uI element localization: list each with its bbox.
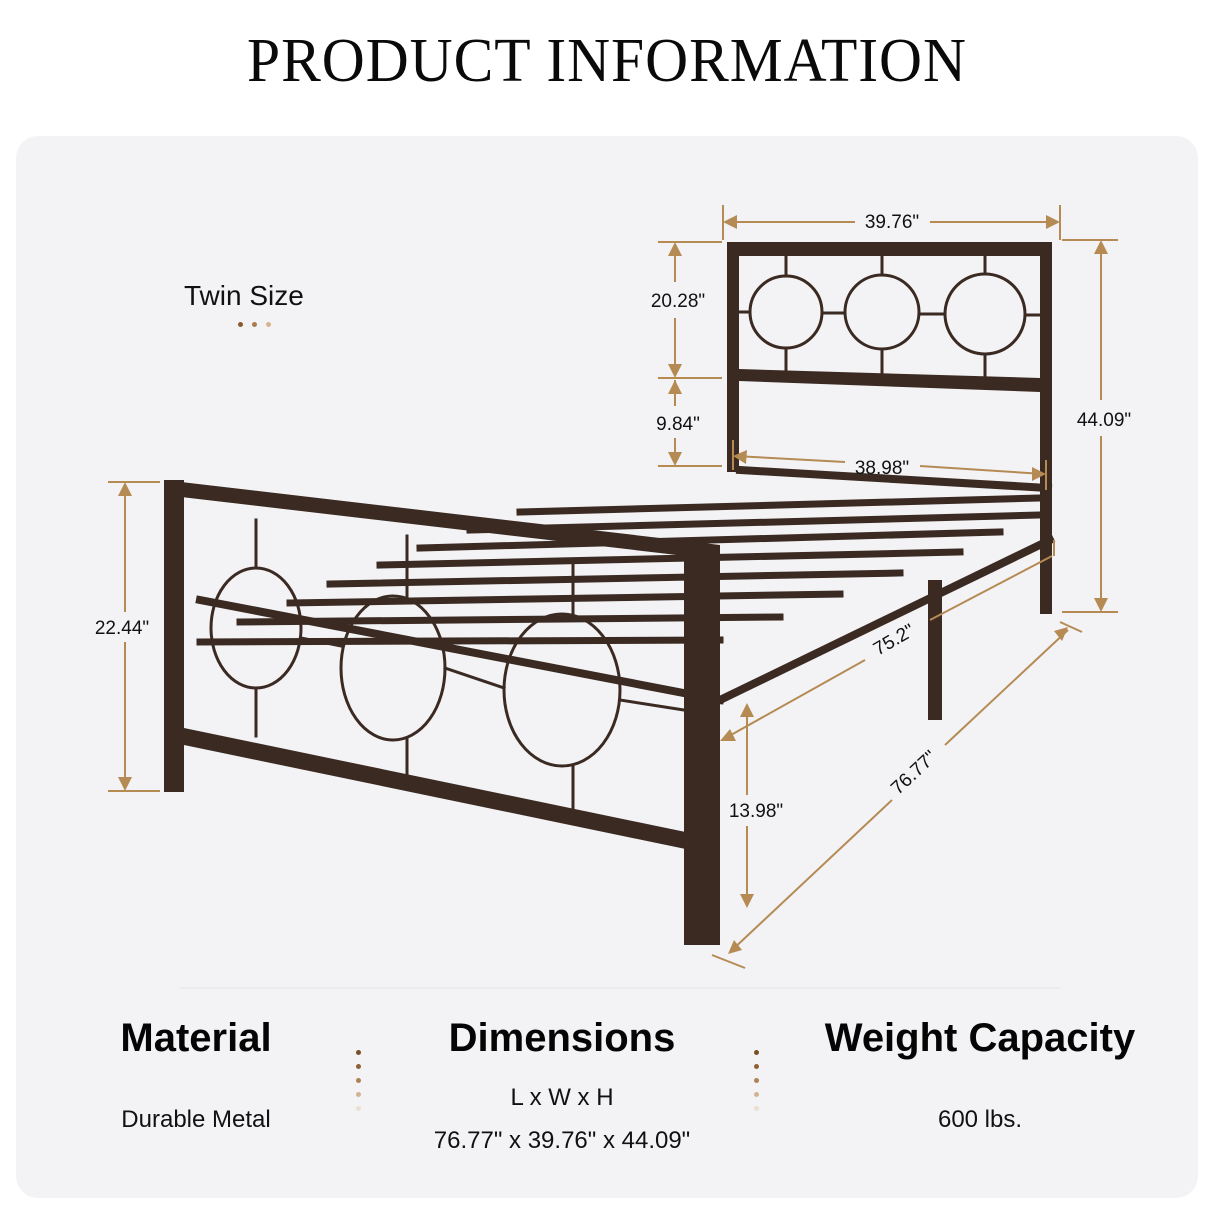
dim-headboard-width: 39.76" xyxy=(865,212,919,233)
spec-heading: Material xyxy=(120,1016,272,1060)
dim-footboard-height: 22.44" xyxy=(95,618,149,639)
spec-weight-capacity: Weight Capacity 600 lbs. xyxy=(800,1016,1160,1138)
spec-heading: Weight Capacity xyxy=(824,1016,1136,1060)
dim-total-length: 76.77" xyxy=(887,747,941,799)
decorative-dots-vertical xyxy=(754,1050,759,1111)
dim-under-bed-clearance: 13.98" xyxy=(729,801,783,822)
spec-value: 600 lbs. xyxy=(937,1106,1023,1133)
dim-inner-width: 38.98" xyxy=(855,458,909,479)
spec-value: Durable Metal xyxy=(121,1106,271,1133)
spec-dimension-format: L x W x H xyxy=(510,1084,614,1111)
size-label: Twin Size xyxy=(184,280,304,311)
dim-headboard-panel-height: 20.28" xyxy=(651,291,705,312)
bed-frame-illustration xyxy=(164,242,1056,945)
spec-dimensions: Dimensions L x W x H 76.77" x 39.76" x 4… xyxy=(382,1016,742,1159)
dim-headboard-gap: 9.84" xyxy=(656,414,700,435)
dim-total-height: 44.09" xyxy=(1077,410,1131,431)
spec-material: Material Durable Metal xyxy=(16,1016,376,1138)
page-title: PRODUCT INFORMATION xyxy=(247,27,967,95)
spec-heading: Dimensions xyxy=(448,1016,676,1060)
product-panel xyxy=(16,136,1198,1198)
decorative-dots-vertical xyxy=(356,1050,361,1111)
dimension-annotations xyxy=(108,205,1118,969)
spec-dimension-values: 76.77" x 39.76" x 44.09" xyxy=(433,1127,691,1155)
decorative-dots xyxy=(238,322,271,327)
